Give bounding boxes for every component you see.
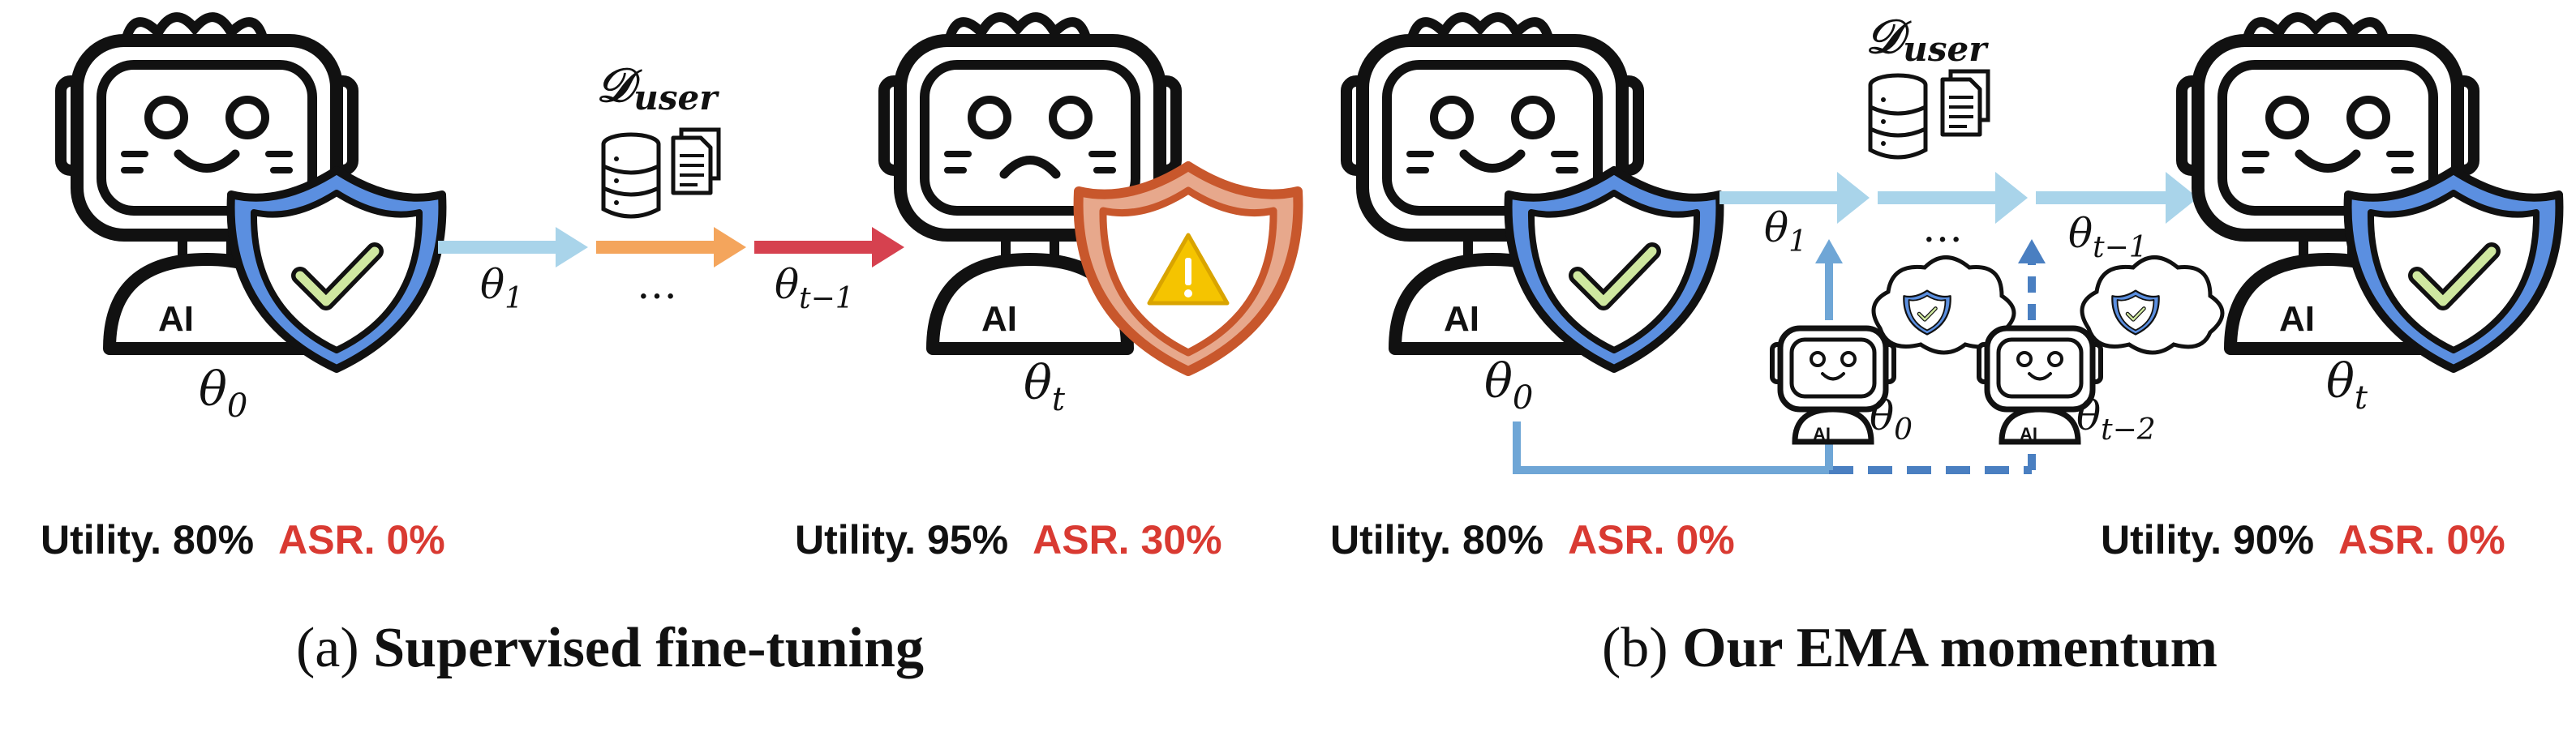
arrow-step-2: [596, 227, 746, 267]
metrics-start: Utility. 80% ASR. 0%: [41, 517, 445, 563]
theta-t-label: θt: [1024, 355, 1066, 418]
ai-badge-text: AI: [1813, 424, 1831, 444]
robot-sad-end: AI: [884, 17, 1176, 349]
mini-robot-2: AI: [1979, 328, 2101, 444]
document-icon: [1943, 71, 1988, 135]
theta-t-minus-1-label: θt−1: [2068, 210, 2148, 264]
theta-0-label: θ0: [1484, 353, 1533, 417]
metrics-end: Utility. 95% ASR. 30%: [795, 517, 1222, 563]
theta-0-label: θ0: [199, 362, 247, 425]
mini-robot-1: AI: [1772, 328, 1894, 444]
theta-1-label: θ1: [1764, 204, 1807, 259]
arrow-step-2: [1878, 172, 2028, 224]
database-icon: [1870, 75, 1926, 157]
ema-line-solid: [1513, 421, 1829, 474]
ai-badge-text: AI: [2020, 424, 2037, 444]
robot-happy-start: AI: [1346, 17, 1638, 349]
database-icon: [603, 135, 659, 216]
caption-a: (a) Supervised fine-tuning: [296, 617, 924, 679]
panel-a: AI θ0 𝒟user θ1 … θt−1 AI: [41, 17, 1298, 679]
metrics-end: Utility. 90% ASR. 0%: [2101, 517, 2505, 563]
arrow-step-3: [2036, 172, 2198, 224]
robot-happy-start: AI: [61, 17, 353, 349]
ai-badge-text: AI: [981, 299, 1017, 339]
ai-badge-text: AI: [158, 299, 194, 339]
arrow-step-1: [438, 227, 588, 267]
ai-badge-text: AI: [1444, 299, 1479, 339]
theta-t-label: θt: [2326, 353, 2368, 417]
dataset-label: 𝒟user: [596, 58, 719, 118]
arrow-step-1: [1719, 172, 1870, 224]
caption-b: (b) Our EMA momentum: [1602, 617, 2218, 679]
ellipsis-label: …: [637, 261, 677, 308]
thought-cloud-shield-icon: [2082, 258, 2222, 353]
document-icon: [673, 130, 719, 193]
dataset-label: 𝒟user: [1865, 9, 1989, 69]
theta-t-minus-1-label: θt−1: [775, 261, 854, 315]
robot-happy-end: AI: [2182, 17, 2474, 349]
theta-t-minus-2-label: θt−2: [2076, 392, 2156, 447]
arrow-step-3: [754, 227, 904, 267]
theta-1-label: θ1: [480, 261, 523, 315]
ai-badge-text: AI: [2279, 299, 2315, 339]
metrics-start: Utility. 80% ASR. 0%: [1330, 517, 1735, 563]
panel-b: AI θ0 𝒟user θ1 … θt−1: [1330, 9, 2559, 679]
ellipsis-label: …: [1922, 204, 1963, 251]
theta-0-mini-label: θ0: [1870, 392, 1913, 447]
